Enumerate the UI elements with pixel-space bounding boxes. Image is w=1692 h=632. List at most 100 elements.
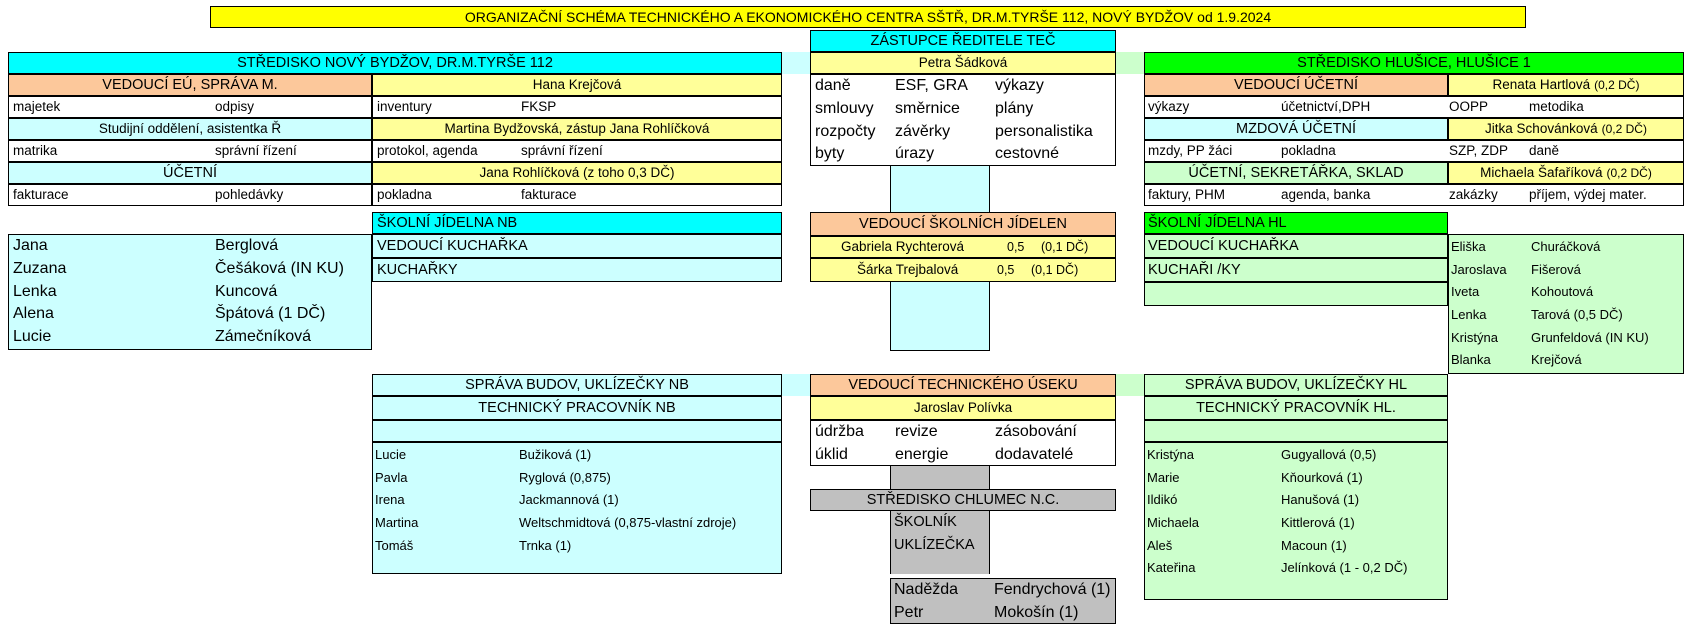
task: účetnictví,DPH <box>1281 99 1371 115</box>
task: fakturace <box>13 187 69 203</box>
connector-sprava-hl <box>1116 374 1144 396</box>
task: pokladna <box>377 187 432 203</box>
task: energie <box>895 446 949 464</box>
name: Šárka Trejbalová <box>857 262 959 278</box>
dc: (0,1 DČ) <box>1031 262 1079 277</box>
chart-title: ORGANIZAČNÍ SCHÉMA TECHNICKÉHO A EKONOMI… <box>210 6 1526 28</box>
task: příjem, výdej mater. <box>1529 187 1647 203</box>
chlumec-role-uklizecka: UKLÍZEČKA <box>894 537 975 553</box>
task: dodavatelé <box>995 446 1074 464</box>
chlumec-column <box>890 510 990 574</box>
task: správní řízení <box>521 143 603 159</box>
task: agenda, banka <box>1281 187 1371 203</box>
nb-sprava-heading: SPRÁVA BUDOV, UKLÍZEČKY NB <box>372 374 782 396</box>
nb-eu-head: VEDOUCÍ EÚ, SPRÁVA M. <box>8 74 372 96</box>
task: daně <box>815 77 851 95</box>
task: ESF, GRA <box>895 77 968 95</box>
task: údržba <box>815 423 864 441</box>
hl-sprava-heading: SPRÁVA BUDOV, UKLÍZEČKY HL <box>1144 374 1448 396</box>
task: inventury <box>377 99 432 115</box>
vertical-connector-chlumec <box>890 466 990 489</box>
nb-rohlickova: Jana Rohlíčková (z toho 0,3 DČ) <box>372 162 782 184</box>
task: rozpočty <box>815 122 876 140</box>
task: revize <box>895 423 938 441</box>
dc: (0,1 DČ) <box>1041 239 1089 254</box>
hl-schovankova: Jitka Schovánková(0,2 DČ) <box>1448 118 1684 140</box>
task: plány <box>995 100 1034 118</box>
task: protokol, agenda <box>377 143 478 159</box>
center-heading: ZÁSTUPCE ŘEDITELE TEČ <box>810 30 1116 52</box>
hl-jidelna-blank <box>1144 282 1448 306</box>
nb-eu-tasks3: fakturace pohledávky <box>8 184 372 206</box>
nb-rohlickova-tasks: pokladna fakturace <box>372 184 782 206</box>
task: závěrky <box>895 122 951 140</box>
task: FKSP <box>521 99 557 115</box>
task: výkazy <box>1148 99 1190 115</box>
hl-hartlova: Renata Hartlová(0,2 DČ) <box>1448 74 1684 96</box>
technicky-heading: VEDOUCÍ TECHNICKÉHO ÚSEKU <box>810 374 1116 396</box>
nb-bydzovska: Martina Bydžovská, zástup Jana Rohlíčkov… <box>372 118 782 140</box>
technicky-name: Jaroslav Polívka <box>810 396 1116 420</box>
nb-krejcova: Hana Krejčová <box>372 74 782 96</box>
hl-jidelna-heading: ŠKOLNÍ JÍDELNA HL <box>1144 212 1448 234</box>
task: pohledávky <box>215 187 284 203</box>
task: daně <box>1529 143 1560 159</box>
task: SZP, ZDP <box>1449 143 1509 159</box>
hl-safarikova: Michaela Šafaříková(0,2 DČ) <box>1448 162 1684 184</box>
task: mzdy, PP žáci <box>1148 143 1233 159</box>
hl-heading: STŘEDISKO HLUŠICE, HLUŠICE 1 <box>1144 52 1684 74</box>
task: matrika <box>13 143 58 159</box>
rychterova-row: Gabriela Rychterová 0,5 (0,1 DČ) <box>810 236 1116 258</box>
nb-jidelna-vedouci: VEDOUCÍ KUCHAŘKA <box>372 234 782 258</box>
task: výkazy <box>995 77 1044 95</box>
nb-jidelna-kucharky: KUCHAŘKY <box>372 258 782 282</box>
name: Gabriela Rychterová <box>841 239 965 255</box>
ratio: 0,5 <box>997 262 1015 277</box>
hl-vedouci: VEDOUCÍ ÚČETNÍ <box>1144 74 1448 96</box>
nb-heading: STŘEDISKO NOVÝ BYDŽOV, DR.M.TYRŠE 112 <box>8 52 782 74</box>
task: majetek <box>13 99 61 115</box>
task: směrnice <box>895 100 960 118</box>
hl-tasks1: výkazy účetnictví,DPH OOPP metodika <box>1144 96 1684 118</box>
hl-jidelna-kuchari: KUCHAŘI /KY <box>1144 258 1448 282</box>
task: OOPP <box>1449 99 1489 115</box>
center-name: Petra Šádková <box>810 52 1116 74</box>
nb-eu-tasks2: matrika správní řízení <box>8 140 372 162</box>
hl-sprava-blank <box>1144 420 1448 442</box>
task: fakturace <box>521 187 577 203</box>
task: byty <box>815 145 845 163</box>
nb-jidelna-heading: ŠKOLNÍ JÍDELNA NB <box>372 212 782 234</box>
nb-studijni: Studijní oddělení, asistentka Ř <box>8 118 372 140</box>
task: smlouvy <box>815 100 874 118</box>
task: cestovné <box>995 145 1060 163</box>
nb-sprava-technik: TECHNICKÝ PRACOVNÍK NB <box>372 396 782 420</box>
task: pokladna <box>1281 143 1336 159</box>
connector-hl-left <box>1116 52 1144 74</box>
jidelny-heading: VEDOUCÍ ŠKOLNÍCH JÍDELEN <box>810 212 1116 236</box>
hl-tasks3: faktury, PHM agenda, banka zakázky příje… <box>1144 184 1684 206</box>
hl-sekretarka: ÚČETNÍ, SEKRETÁŘKA, SKLAD <box>1144 162 1448 184</box>
vertical-connector-upper <box>890 166 990 212</box>
nb-krejcova-tasks: inventury FKSP <box>372 96 782 118</box>
